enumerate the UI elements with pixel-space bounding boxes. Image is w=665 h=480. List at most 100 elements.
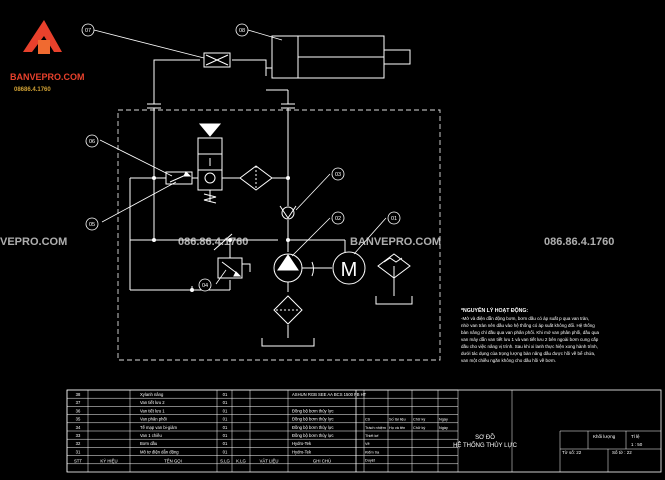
title-sign-cell: Trách nhiệm xyxy=(365,426,386,430)
parts-cell-stt: 35 xyxy=(76,417,81,422)
parts-cell-stt: 31 xyxy=(76,449,81,454)
parts-header-cell: VẬT LIỆU xyxy=(259,459,278,464)
parts-cell-note: ASHUN RGB SEE AA BCS 1500 FB HT xyxy=(292,392,367,397)
title-sign-cell: Ngày xyxy=(439,418,448,422)
parts-cell-stt: 37 xyxy=(76,400,81,405)
notes-title: *NGUYÊN LÝ HOẠT ĐỘNG: xyxy=(461,306,528,314)
parts-cell-note: Đồng bộ bơm thủy lực xyxy=(292,417,334,422)
junction-dots xyxy=(152,176,290,292)
scale-value: 1 : 50 xyxy=(631,442,643,447)
parts-cell-name: Bơm dầu xyxy=(140,441,158,446)
notes-line: van máy dẫn van tiết lưu 1 và van tiết l… xyxy=(461,336,599,342)
notes-line: dầu cho việc nâng vị trình. Sau khi xi l… xyxy=(461,344,598,349)
parts-header-cell: TÊN GỌI xyxy=(164,459,182,464)
parts-cell-name: Van phân phối xyxy=(140,417,167,422)
parts-header-cell: KÝ HIỆU xyxy=(100,459,117,464)
callout-circle xyxy=(198,278,212,292)
watermark-row: VEPRO.COM 086.86.4.1760 BANVEPRO.COM 086… xyxy=(0,236,614,248)
title-sign-cell: Số tài liệu xyxy=(389,418,406,422)
directional-valve xyxy=(197,123,223,204)
parts-grid-lines xyxy=(66,389,357,472)
electric-motor: M xyxy=(332,251,366,285)
parts-cell-note: Hydro-Tek xyxy=(292,441,312,446)
title-sign-cell: Chữ ký xyxy=(413,418,425,422)
callout-label: 03 xyxy=(335,172,341,178)
notes-line: bàn nâng chỉ đầu qua van phân phối. Khi … xyxy=(461,329,600,335)
title-sign-cell: Họ và tên xyxy=(389,426,405,430)
callout-circle xyxy=(331,211,345,225)
parts-cell-name: Tế mạp van bi-giảm xyxy=(140,425,178,430)
mass-label: Khối lượng xyxy=(593,434,616,439)
parts-cell-stt: 34 xyxy=(76,425,81,430)
callout-label: 02 xyxy=(335,216,341,222)
logo-roof-icon xyxy=(23,20,62,52)
notes-line: nhờ van tràn nên dầu vào hệ thống có áp … xyxy=(461,322,595,328)
title-sign-cell: Duyệt xyxy=(365,459,376,463)
drawing-title-line2: HỆ THỐNG THỦY LỰC xyxy=(453,441,517,449)
notes-line: dưới tác dụng của trọng lượng bàn nâng d… xyxy=(461,350,595,356)
watermark-site-center: BANVEPRO.COM xyxy=(350,236,441,248)
cooler xyxy=(377,253,411,279)
watermark-phone-b: 086.86.4.1760 xyxy=(544,236,614,248)
scale-label: Tỉ lệ xyxy=(631,433,640,439)
parts-cell-stt: 32 xyxy=(76,441,81,446)
title-grid-lines xyxy=(355,389,661,472)
parts-cell-name: Mô tơ điện dẫn động xyxy=(140,449,179,454)
parts-cell-note: Đồng bộ bơm thủy lực xyxy=(292,433,334,438)
operating-notes: *NGUYÊN LÝ HOẠT ĐỘNG: -Mở và điện dẫn độ… xyxy=(461,306,600,363)
watermark-phone-a: 086.86.4.1760 xyxy=(178,236,248,248)
parts-cell-qty: 01 xyxy=(223,441,228,446)
parts-header-cell: K.LG xyxy=(236,459,246,464)
parts-cell-qty: 01 xyxy=(223,408,228,413)
parts-cell-stt: 36 xyxy=(76,408,81,413)
callout-label: 08 xyxy=(239,28,245,34)
callout-circle xyxy=(387,211,401,225)
parts-cell-qty: 01 xyxy=(223,392,228,397)
main-pipes xyxy=(153,59,289,100)
throttle-valve-1 xyxy=(165,171,193,185)
callout-label: 01 xyxy=(391,216,397,222)
callout-circle xyxy=(81,23,95,37)
title-sign-cell: Chữ ký xyxy=(413,426,425,430)
callout-leaders xyxy=(93,29,387,285)
parts-cell-note: Hydro-Tek xyxy=(292,449,312,454)
lift-cylinder xyxy=(265,35,411,79)
title-sign-cell: Thiết kế xyxy=(365,434,379,438)
throttle-valve-2 xyxy=(203,52,231,68)
sheet-count: Số tờ : 22 xyxy=(612,450,632,455)
title-sign-cell: Cũ xyxy=(365,418,370,422)
callout-label: 07 xyxy=(85,28,91,34)
parts-cell-name: Van tiết lưu 2 xyxy=(140,400,165,405)
callout-circle xyxy=(85,134,99,148)
logo-phone: 08686.4.1760 xyxy=(14,87,51,93)
parts-header-cell: S.LG xyxy=(220,459,230,464)
notes-line: -Mở và điện dẫn động bơm, bơm dầu có áp … xyxy=(461,315,589,321)
power-unit-boundary xyxy=(117,109,441,361)
line-filter xyxy=(239,165,273,191)
parts-cell-name: Xylanh nâng xyxy=(140,392,164,397)
check-valve xyxy=(279,205,297,220)
callout-label: 04 xyxy=(202,283,208,289)
callout-label: 05 xyxy=(89,222,95,228)
parts-cell-qty: 01 xyxy=(223,433,228,438)
title-sign-cell: Kiểm tra xyxy=(365,450,380,454)
callout-label: 06 xyxy=(89,139,95,145)
sheet-number: Tờ số: 22 xyxy=(562,450,582,455)
parts-cell-name: Van 1 chiều xyxy=(140,433,162,438)
parts-cell-name: Van tiết lưu 1 xyxy=(140,408,165,413)
callout-circle xyxy=(85,217,99,231)
oil-tank xyxy=(261,266,413,347)
relief-valve xyxy=(213,233,251,279)
suction-filter xyxy=(273,295,303,325)
logo-brand-name: BANVEPRO.COM xyxy=(10,72,85,82)
parts-cell-stt: 33 xyxy=(76,433,81,438)
callout-group: 07 08 06 05 03 02 01 04 xyxy=(81,23,401,292)
parts-header-cell: STT xyxy=(74,459,82,464)
parts-cell-qty: 01 xyxy=(223,400,228,405)
parts-header-cell: GHI CHÚ xyxy=(313,459,331,464)
